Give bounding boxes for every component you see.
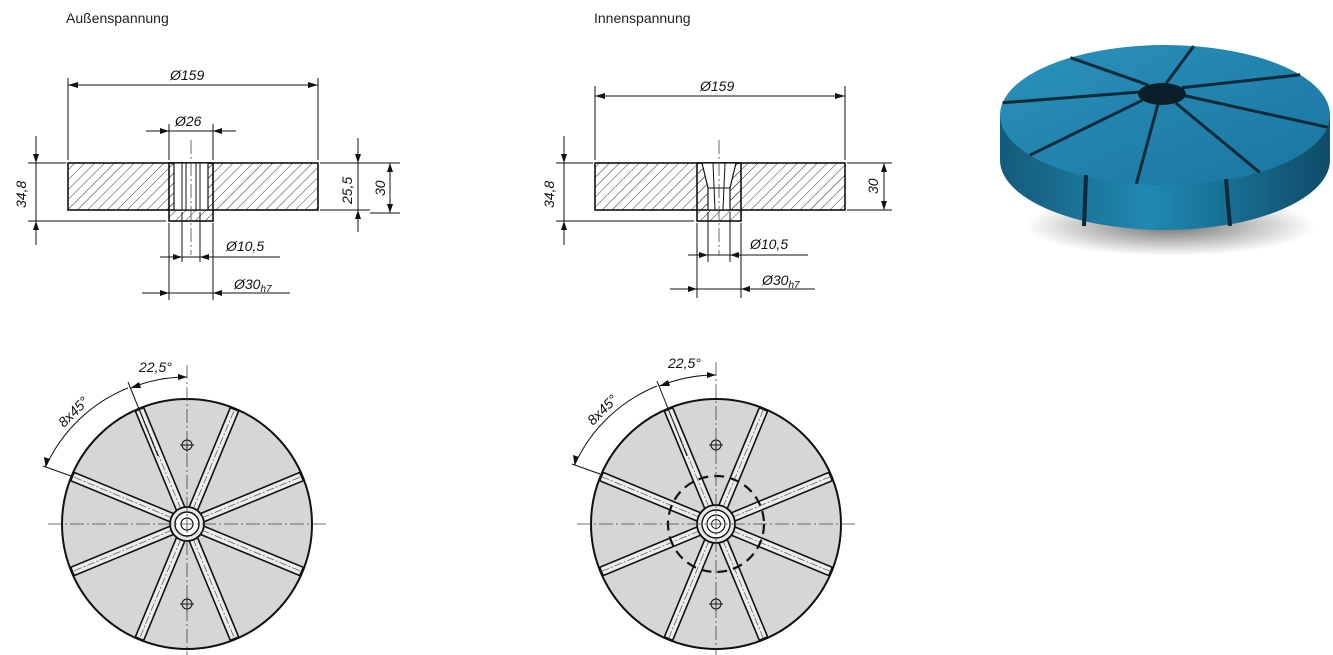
right-dim-height-right: 30 (865, 178, 881, 194)
right-angle-step: 22,5° (667, 355, 701, 371)
right-dim-outer: Ø159 (699, 78, 734, 94)
photo-slot (1185, 94, 1328, 129)
right-angle-pattern: 8x45° (584, 391, 621, 428)
left-title: Außenspannung (66, 10, 169, 26)
photo-slot (1181, 73, 1301, 90)
photo-slots (1002, 45, 1328, 185)
left-angle-step: 22,5° (138, 359, 172, 375)
photo-center-bore (1138, 83, 1186, 105)
svg-text:Ø30h7: Ø30h7 (761, 272, 800, 291)
left-dim-height-plate: 25,5 (339, 177, 355, 205)
svg-text:Ø30h7: Ø30h7 (233, 276, 272, 295)
left-radial-slots (69, 406, 305, 642)
left-dim-bore: Ø26 (174, 113, 202, 129)
product-photo (1000, 45, 1330, 256)
left-dim-spigot: Ø30 (233, 276, 261, 292)
right-section-view: Innenspannung Ø159 34,8 30 (541, 10, 892, 298)
left-dim-height-right: 30 (372, 180, 388, 196)
photo-slot (1134, 104, 1160, 185)
photo-slot (1002, 90, 1139, 105)
left-dim-tolerance: h7 (260, 284, 272, 295)
photo-slot (1029, 98, 1143, 157)
right-dim-tolerance: h7 (788, 280, 800, 291)
left-dim-hole: Ø10,5 (225, 238, 264, 254)
photo-slot (1164, 45, 1195, 85)
left-dim-height-total: 34,8 (13, 181, 29, 208)
right-dim-hole: Ø10,5 (749, 236, 788, 252)
right-top-view: 22,5° 8x45° (571, 355, 855, 655)
photo-top-face (1000, 45, 1330, 185)
photo-slot (1069, 56, 1149, 87)
left-angle-pattern: 8x45° (55, 393, 92, 430)
right-title: Innenspannung (594, 10, 691, 26)
left-dim-outer: Ø159 (169, 67, 204, 83)
left-top-view: 22,5° 8x45° (42, 359, 326, 655)
photo-slot (1174, 101, 1261, 174)
right-dim-height-total: 34,8 (541, 181, 557, 208)
right-dim-spigot: Ø30 (761, 272, 789, 288)
left-section-view: Außenspannung Ø159 Ø26 34,8 (13, 10, 400, 300)
